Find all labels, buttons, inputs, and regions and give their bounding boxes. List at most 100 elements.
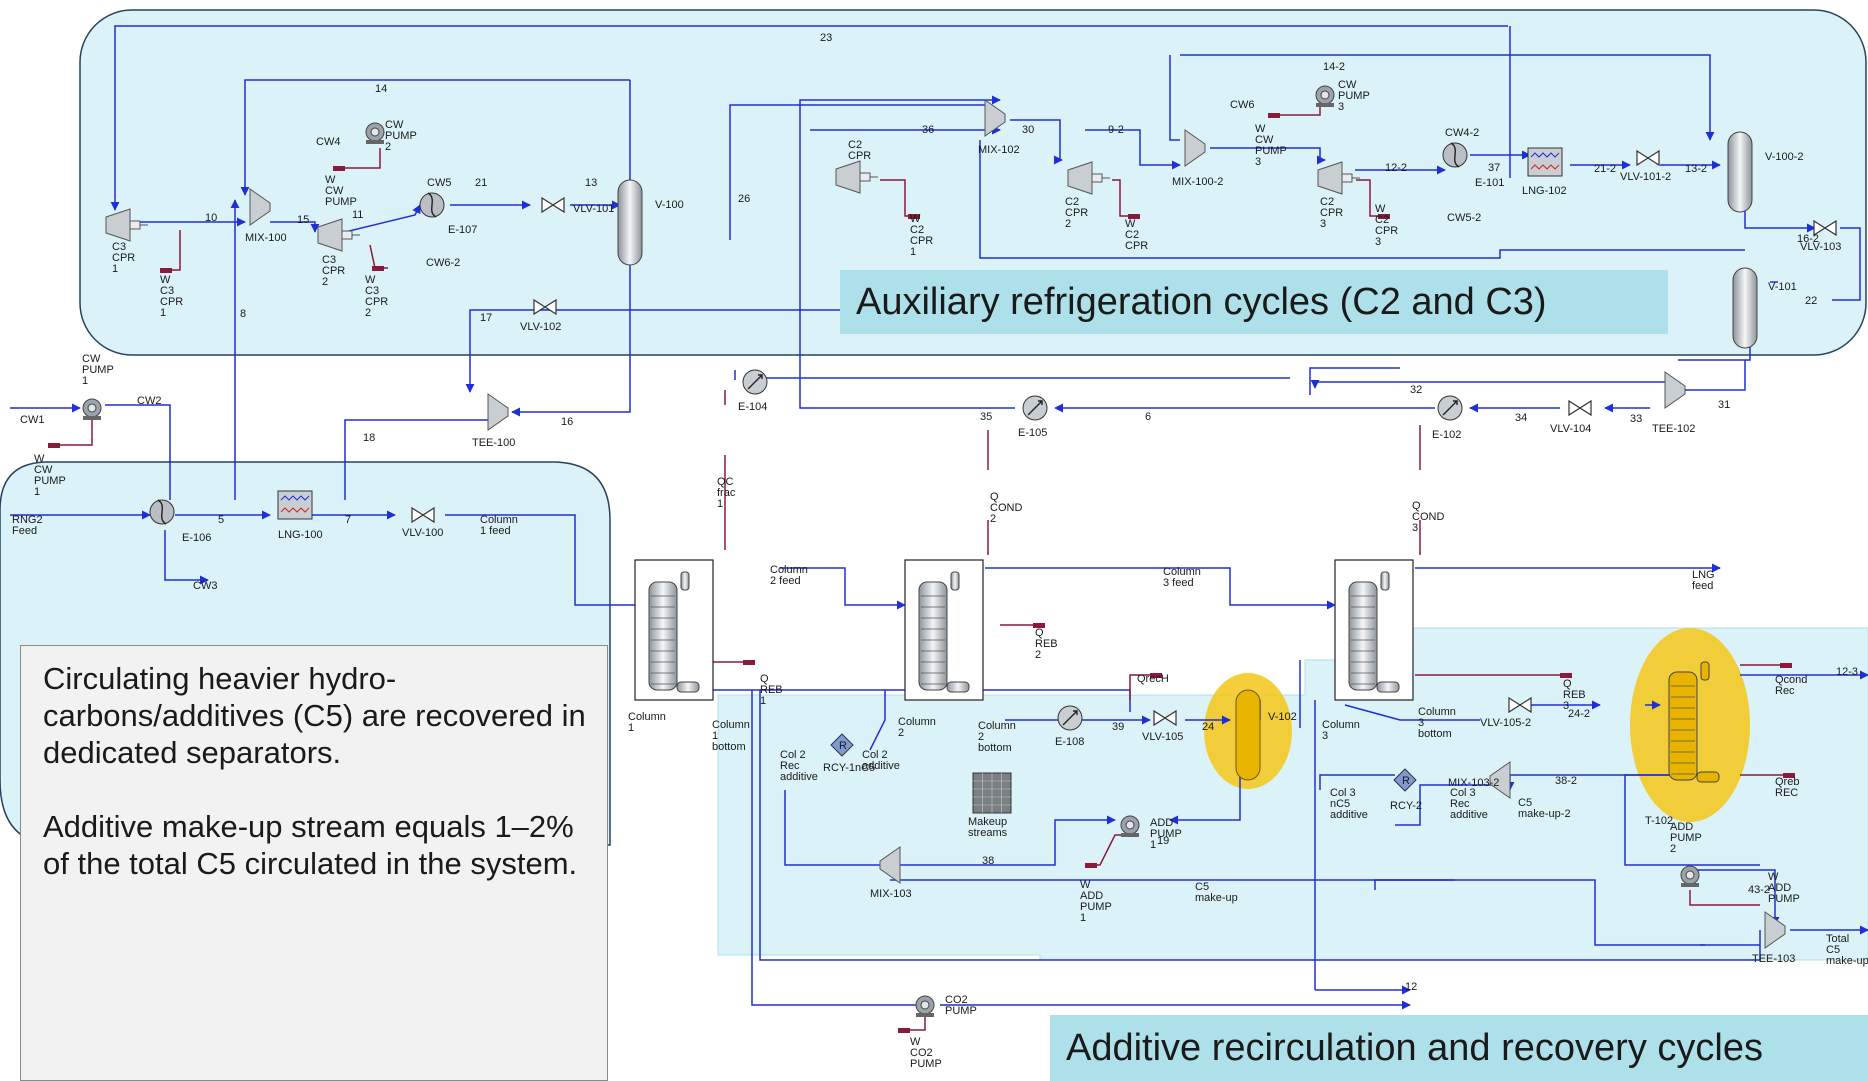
- label-e-106: E-106: [182, 532, 211, 544]
- valve-vlv-104[interactable]: [1568, 399, 1592, 417]
- stream-35: [799, 95, 1015, 409]
- q-reb-1-tab: [743, 660, 755, 665]
- vessel-v-102[interactable]: [1235, 689, 1261, 781]
- column-t-102[interactable]: [1668, 661, 1720, 783]
- valve-vlv-102[interactable]: [533, 298, 557, 316]
- label-w-c3-cpr-2: 2: [365, 307, 371, 319]
- w-cw-pump-1-line: [60, 415, 93, 446]
- column-1[interactable]: [634, 559, 714, 701]
- vessel-v-100[interactable]: [617, 179, 643, 266]
- label-col-3-rec-additive: additive: [1450, 809, 1488, 821]
- mixer-mix-103[interactable]: [879, 846, 901, 884]
- cooler-e-104[interactable]: [742, 369, 768, 395]
- label-c2-cpr-3: C2: [1320, 196, 1334, 208]
- label-column-2-bottom: 2: [978, 731, 984, 743]
- pump-add-pump-1[interactable]: [1120, 815, 1140, 837]
- col3-rec-additive: [1395, 784, 1500, 826]
- cooler-e-102[interactable]: [1437, 395, 1463, 421]
- valve-vlv-103[interactable]: [1813, 219, 1837, 237]
- pump-cw-pump-1[interactable]: [82, 398, 102, 420]
- label-total-c5-make-up: C5: [1826, 944, 1840, 956]
- label-w-cw-pump: PUMP: [325, 196, 357, 208]
- svg-text:R: R: [1402, 775, 1410, 787]
- label-add-pump-1: PUMP: [1150, 828, 1182, 840]
- label-v-100: V-100: [655, 199, 684, 211]
- label-w-cw-pump-1: CW: [34, 464, 53, 476]
- w-c2-cpr-3-tab: [1378, 214, 1390, 219]
- label-w-c2-cpr-3: W: [1375, 203, 1386, 215]
- w-c2-cpr-3-line: [1356, 179, 1380, 217]
- label-qc-frac-1: 1: [717, 498, 723, 510]
- label-w-add-pump-1: PUMP: [1080, 901, 1112, 913]
- label-q-cond-2: Q: [990, 491, 999, 503]
- stream-43-2: [1690, 869, 1780, 926]
- compressor-c2-cpr-2[interactable]: [1067, 161, 1110, 195]
- label-column-1-bottom: Column: [712, 719, 750, 731]
- exchanger-e-107[interactable]: [419, 192, 445, 218]
- label-col-3-rec-additive: Col 3: [1450, 787, 1476, 799]
- compressor-c3-cpr-1[interactable]: [105, 208, 148, 242]
- auxiliary-cycles-text: Auxiliary refrigeration cycles (C2 and C…: [856, 281, 1547, 323]
- label-add-pump-2: ADD: [1670, 821, 1693, 833]
- tee-tee-100[interactable]: [487, 393, 509, 431]
- label-vlv-101: VLV-101: [573, 203, 614, 215]
- label-c5-make-up-2: C5: [1518, 797, 1532, 809]
- valve-vlv-105[interactable]: [1153, 709, 1177, 727]
- stream-label-39: 39: [1112, 721, 1124, 733]
- label-e-108: E-108: [1055, 736, 1084, 748]
- exchanger-e-106[interactable]: [149, 499, 175, 525]
- valve-vlv-101[interactable]: [541, 196, 565, 214]
- label-vlv-105-2: VLV-105-2: [1480, 717, 1531, 729]
- pump-co2-pump[interactable]: [915, 995, 935, 1017]
- column-2[interactable]: [904, 559, 984, 701]
- cooler-e-108[interactable]: [1057, 705, 1083, 731]
- compressor-c3-cpr-2[interactable]: [317, 218, 360, 252]
- pump-cw-pump-2[interactable]: [365, 122, 385, 144]
- mixer-mix-102[interactable]: [984, 99, 1006, 137]
- label-c2-cpr-3: CPR: [1320, 207, 1343, 219]
- co2-pump-in: [751, 690, 930, 1006]
- mixer-mix-100-2[interactable]: [1184, 129, 1206, 167]
- label-col-2-rec-additive: Rec: [780, 760, 800, 772]
- mixer-mix-103-2[interactable]: [1489, 761, 1511, 799]
- pump-cw-pump-3[interactable]: [1315, 85, 1335, 107]
- vessel-v-101[interactable]: [1732, 267, 1758, 349]
- valve-vlv-105-2[interactable]: [1508, 696, 1532, 714]
- qreb-rec-tab: [1783, 773, 1795, 778]
- recycle-rcy-2[interactable]: R: [1393, 768, 1417, 792]
- label-q-reb-2: REB: [1035, 638, 1058, 650]
- label-w-cw-pump-3: CW: [1255, 134, 1274, 146]
- stream-18: [344, 419, 490, 500]
- lng-exchanger-lng-102[interactable]: [1527, 147, 1563, 177]
- column-3[interactable]: [1334, 559, 1414, 701]
- label-w-c2-cpr-3: 3: [1375, 236, 1381, 248]
- label-w-c2-cpr-3: C2: [1375, 214, 1389, 226]
- stream-cw2: [105, 404, 171, 500]
- recycle-rcy-1nc5[interactable]: R: [830, 733, 854, 757]
- valve-vlv-100[interactable]: [411, 506, 435, 524]
- col3-nc5-additive: [1319, 774, 1395, 790]
- column3-feed: [985, 567, 1336, 610]
- stream-label-cw2: CW2: [137, 395, 161, 407]
- compressor-c2-cpr-3[interactable]: [1317, 161, 1360, 195]
- valve-vlv-101-2[interactable]: [1636, 149, 1660, 167]
- mixer-mix-100[interactable]: [249, 188, 271, 226]
- stream-label-10: 10: [205, 212, 217, 224]
- stream-32-line: [1309, 367, 1400, 395]
- tee-tee-103[interactable]: [1764, 911, 1786, 949]
- makeup-streams-spreadsheet[interactable]: [972, 772, 1012, 814]
- stream-label-15: 15: [297, 214, 309, 226]
- tee-tee-102[interactable]: [1664, 371, 1686, 409]
- cooler-e-105[interactable]: [1022, 395, 1048, 421]
- label-lng-feed: feed: [1692, 580, 1713, 592]
- note-paragraph-1: Circulating heavier hydro-carbons/additi…: [43, 661, 586, 770]
- compressor-c2-cpr[interactable]: [835, 160, 878, 194]
- exchanger-e-101[interactable]: [1442, 142, 1468, 168]
- stream-mix103-in: [784, 790, 880, 866]
- vessel-v-100-2[interactable]: [1727, 131, 1753, 213]
- label-vlv-105: VLV-105: [1142, 731, 1183, 743]
- lng-exchanger-lng-100[interactable]: [277, 490, 313, 520]
- pump-add-pump-2[interactable]: [1680, 865, 1700, 887]
- label-w-add-pump: PUMP: [1768, 893, 1800, 905]
- column3-bottom: [1344, 704, 1480, 721]
